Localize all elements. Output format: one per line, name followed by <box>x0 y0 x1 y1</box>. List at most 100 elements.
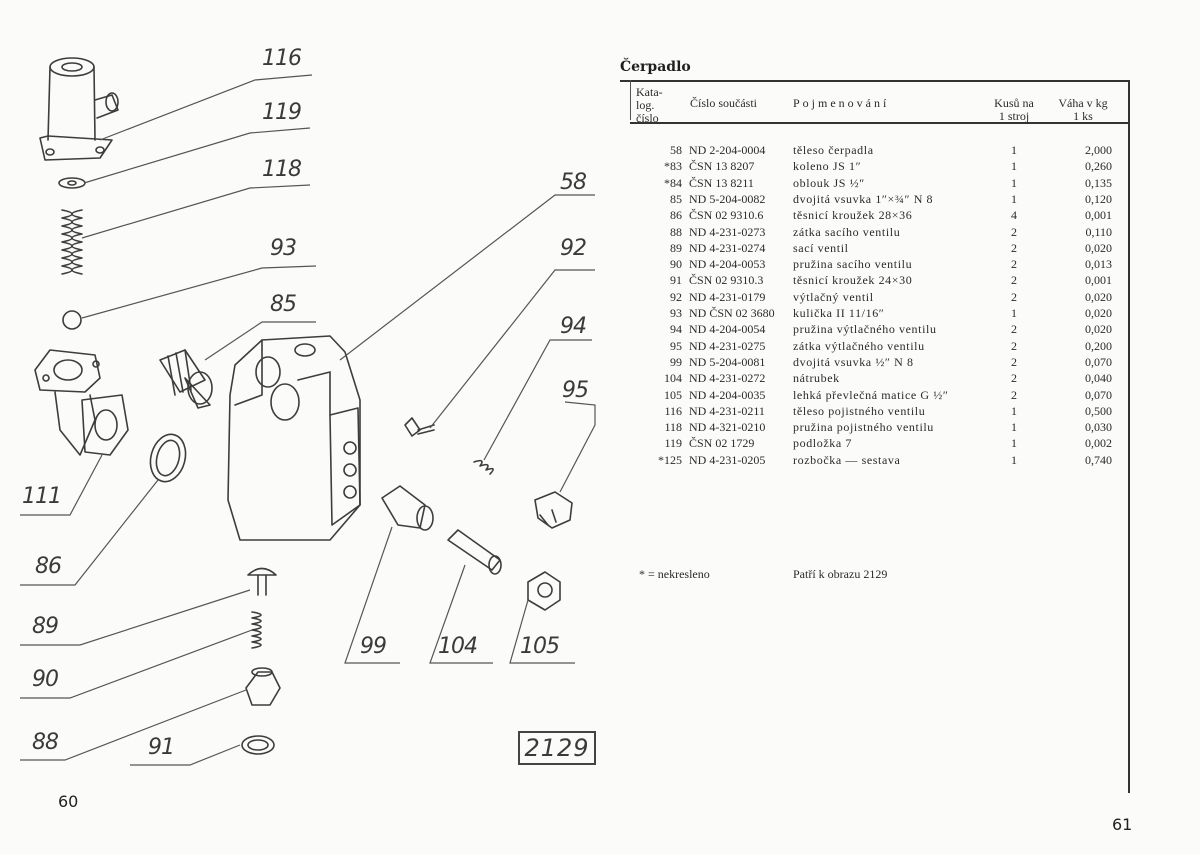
callout-86: 86 <box>35 554 62 579</box>
catalog-cell: 104 <box>664 371 682 386</box>
page-number-right: 61 <box>1112 815 1133 834</box>
callout-119: 119 <box>262 100 302 125</box>
part-number-cell: ND 4-231-0205 <box>689 452 766 467</box>
weight-cell: 0,260 <box>1085 159 1112 174</box>
left-page: 116 119 118 93 85 58 92 94 95 111 86 89 … <box>20 46 596 811</box>
catalog-cell: *84 <box>664 175 682 190</box>
weight-cell: 0,135 <box>1085 175 1112 190</box>
catalog-cell: 90 <box>670 257 682 272</box>
weight-cell: 0,200 <box>1085 338 1112 353</box>
relief-spring-drawing <box>61 209 83 275</box>
name-cell: těleso pojistného ventilu <box>793 403 926 418</box>
name-cell: pružina pojistného ventilu <box>793 420 934 435</box>
relief-valve-body-drawing <box>39 57 119 161</box>
quantity-cell: 1 <box>1011 436 1017 451</box>
header-weight: Váha v kg 1 ks <box>1058 96 1108 123</box>
name-cell: rozbočka — sestava <box>793 452 901 467</box>
catalog-cell: 88 <box>670 224 682 239</box>
weight-cell: 0,001 <box>1085 208 1112 223</box>
header-catalog-number: Kata- log. číslo <box>636 85 663 125</box>
callout-99: 99 <box>360 634 387 659</box>
quantity-cell: 2 <box>1011 240 1017 255</box>
quantity-cell: 2 <box>1011 273 1017 288</box>
catalog-cell: 89 <box>670 240 682 255</box>
part-number-cell: ND 4-231-0272 <box>689 371 766 386</box>
table-row: 105 ND 4-204-0035 lehká převlečná matice G… <box>620 388 1130 404</box>
callout-88: 88 <box>32 730 59 755</box>
quantity-cell: 2 <box>1011 354 1017 369</box>
callout-118: 118 <box>262 157 302 182</box>
part-number-cell: ND 4-231-0179 <box>689 289 766 304</box>
part-number-cell: ND 4-231-0274 <box>689 240 766 255</box>
quantity-cell: 1 <box>1011 452 1017 467</box>
exploded-parts-drawing <box>20 57 596 766</box>
name-cell: nátrubek <box>793 371 840 386</box>
right-page: Čerpadlo Kata- log. číslo Číslo součásti… <box>600 0 1200 854</box>
catalog-cell: *125 <box>658 452 682 467</box>
callout-95: 95 <box>562 378 589 403</box>
part-number-cell: ČSN 02 1729 <box>689 436 755 451</box>
catalog-cell: 105 <box>664 387 682 402</box>
catalog-cell: 118 <box>664 420 682 435</box>
catalog-cell: 85 <box>670 191 682 206</box>
callout-111: 111 <box>22 484 62 509</box>
name-cell: těsnicí kroužek 28×36 <box>793 208 913 223</box>
callout-93: 93 <box>270 236 297 261</box>
quantity-cell: 1 <box>1011 403 1017 418</box>
catalog-cell: 86 <box>670 208 682 223</box>
part-number-cell: ND 4-204-0035 <box>689 387 766 402</box>
part-number-cell: ČSN 02 9310.3 <box>689 273 764 288</box>
table-right-rule <box>1128 80 1130 793</box>
part-number-cell: ND ČSN 02 3680 <box>689 306 775 320</box>
quantity-cell: 1 <box>1011 143 1017 157</box>
table-header-rule <box>630 122 1130 124</box>
catalog-cell: *83 <box>664 159 682 174</box>
name-cell: těleso čerpadla <box>793 143 874 157</box>
callout-90: 90 <box>32 667 59 692</box>
weight-cell: 2,000 <box>1085 143 1112 157</box>
weight-cell: 0,110 <box>1085 224 1112 239</box>
catalog-cell: 93 <box>670 306 682 320</box>
quantity-cell: 1 <box>1011 306 1017 320</box>
callout-91: 91 <box>148 735 175 760</box>
weight-cell: 0,002 <box>1085 436 1112 451</box>
callout-116: 116 <box>262 46 302 71</box>
header-name: Pojmenování <box>793 96 890 110</box>
quantity-cell: 2 <box>1011 289 1017 304</box>
callout-105: 105 <box>520 634 560 659</box>
part-number-cell: ND 4-231-0211 <box>689 403 765 418</box>
weight-cell: 0,001 <box>1085 273 1112 288</box>
name-cell: lehká převlečná matice G ½″ <box>793 387 949 402</box>
name-cell: dvojitá vsuvka ½″ N 8 <box>793 354 914 369</box>
part-number-cell: ND 2-204-0004 <box>689 143 766 157</box>
weight-cell: 0,500 <box>1085 403 1112 418</box>
footnote-figure-reference: Patří k obrazu 2129 <box>793 567 888 581</box>
part-number-cell: ČSN 13 8211 <box>689 175 754 190</box>
part-number-cell: ND 4-231-0275 <box>689 338 766 353</box>
pump-body-drawing <box>227 335 361 541</box>
section-title: Čerpadlo <box>620 59 691 75</box>
callout-58: 58 <box>560 170 587 195</box>
page-number-left: 60 <box>58 792 79 811</box>
catalog-cell: 94 <box>670 322 682 337</box>
quantity-cell: 1 <box>1011 420 1017 435</box>
name-cell: zátka výtlačného ventilu <box>793 338 925 353</box>
quantity-cell: 1 <box>1011 159 1017 174</box>
weight-cell: 0,070 <box>1085 387 1112 402</box>
weight-cell: 0,040 <box>1085 371 1112 386</box>
quantity-cell: 1 <box>1011 191 1017 206</box>
part-number-cell: ND 4-231-0273 <box>689 224 766 239</box>
callout-89: 89 <box>32 614 59 639</box>
catalog-cell: 95 <box>670 338 682 353</box>
part-number-cell: ND 5-204-0081 <box>689 354 766 369</box>
